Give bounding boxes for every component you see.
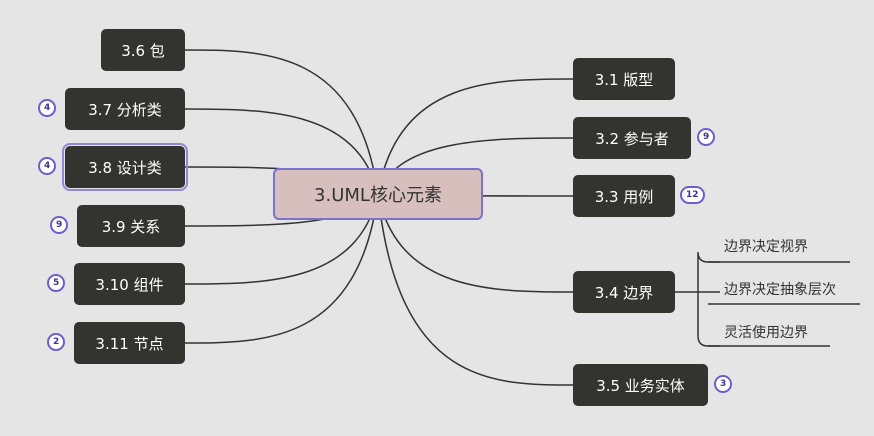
topic-3-2-actor[interactable]: 3.2 参与者 <box>573 117 691 159</box>
topic-3-8-design-class[interactable]: 3.8 设计类 <box>62 143 188 191</box>
collapsed-count-badge[interactable]: 9 <box>50 216 69 234</box>
topic-3-10-component[interactable]: 3.10 组件 <box>74 263 185 305</box>
collapsed-count-badge[interactable]: 9 <box>697 128 716 146</box>
topic-3-6-package[interactable]: 3.6 包 <box>101 29 185 71</box>
topic-3-7-analysis-class[interactable]: 3.7 分析类 <box>65 88 185 130</box>
topic-3-5-business-entity[interactable]: 3.5 业务实体 <box>573 364 708 406</box>
central-topic[interactable]: 3.UML核心元素 <box>273 168 483 220</box>
collapsed-count-badge[interactable]: 5 <box>47 274 66 292</box>
topic-3-4-boundary[interactable]: 3.4 边界 <box>573 271 675 313</box>
topic-3-3-use-case[interactable]: 3.3 用例 <box>573 175 675 217</box>
collapsed-count-badge[interactable]: 3 <box>714 375 733 393</box>
topic-3-1-stereotype[interactable]: 3.1 版型 <box>573 58 675 100</box>
collapsed-count-badge[interactable]: 2 <box>47 333 66 351</box>
collapsed-count-badge[interactable]: 12 <box>680 186 705 204</box>
collapsed-count-badge[interactable]: 4 <box>38 157 57 175</box>
collapsed-count-badge[interactable]: 4 <box>38 99 57 117</box>
topic-3-11-node[interactable]: 3.11 节点 <box>74 322 185 364</box>
subtopic-flexible-boundary[interactable]: 灵活使用边界 <box>724 325 808 341</box>
subtopic-boundary-view[interactable]: 边界决定视界 <box>724 239 808 255</box>
topic-3-9-relationship[interactable]: 3.9 关系 <box>77 205 185 247</box>
subtopic-boundary-abstraction[interactable]: 边界决定抽象层次 <box>724 282 836 298</box>
